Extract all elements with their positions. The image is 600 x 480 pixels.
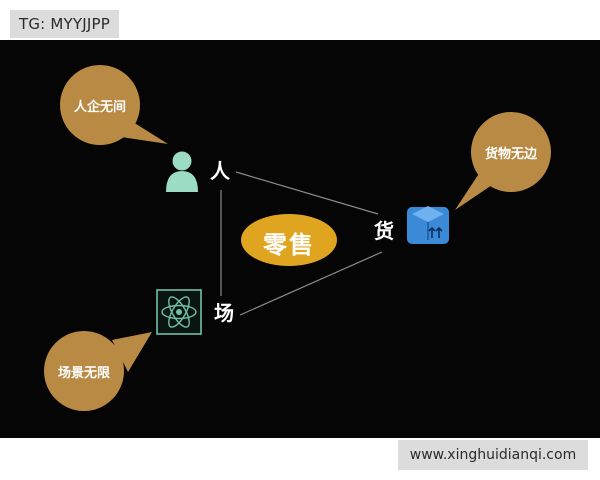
bubble-person-text: 人企无间: [73, 100, 126, 115]
box-icon: [407, 206, 449, 244]
edge-scene-goods: [239, 251, 383, 316]
bubble-scene-text: 场景无限: [57, 366, 110, 381]
watermark-bottom: www.xinghuidianqi.com: [398, 440, 588, 470]
bubble-person: [60, 65, 168, 145]
center-label: 零售: [263, 231, 315, 259]
center-ellipse: [241, 214, 337, 266]
atom-icon: [156, 289, 202, 335]
bubble-goods-text: 货物无边: [484, 147, 537, 162]
node-label-scene: 场: [214, 301, 234, 325]
watermark-top: TG: MYYJJPP: [10, 10, 120, 38]
bubble-goods: [455, 112, 551, 210]
bubble-scene: [44, 331, 152, 411]
node-label-goods: 货: [374, 219, 394, 243]
edge-person-goods: [235, 171, 379, 215]
node-label-person: 人: [210, 159, 230, 183]
person-icon: [166, 151, 198, 192]
